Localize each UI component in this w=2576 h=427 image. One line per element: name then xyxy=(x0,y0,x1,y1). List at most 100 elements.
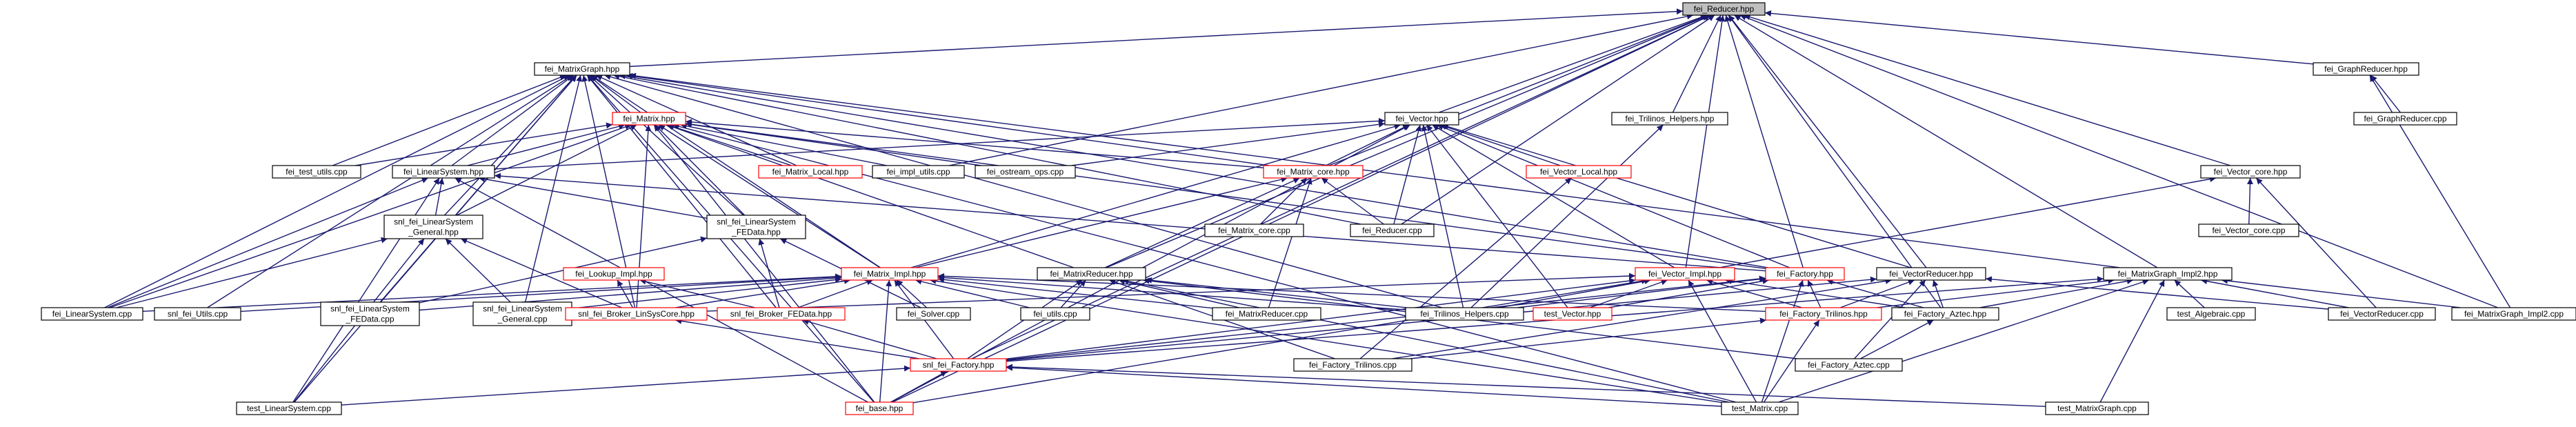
node-test_Algebraic_cpp[interactable]: test_Algebraic.cpp xyxy=(2166,307,2256,321)
node-fei_Matrix_hpp[interactable]: fei_Matrix.hpp xyxy=(612,112,686,126)
node-fei_base_hpp[interactable]: fei_base.hpp xyxy=(845,401,914,415)
node-fei_MatrixGraph_Impl2_hpp[interactable]: fei_MatrixGraph_Impl2.hpp xyxy=(2103,267,2233,281)
node-box xyxy=(1037,267,1146,281)
edge-snl_fei_Broker_FEData_hpp-to-fei_Lookup_Impl_hpp xyxy=(639,278,756,308)
edge-snl_fei_LinearSystem_General_hpp-to-fei_MatrixGraph_hpp xyxy=(443,75,577,216)
node-fei_Factory_Aztec_cpp[interactable]: fei_Factory_Aztec.cpp xyxy=(1795,358,1903,372)
node-label: _FEData.hpp xyxy=(731,228,781,237)
node-fei_MatrixGraph_Impl2_cpp[interactable]: fei_MatrixGraph_Impl2.cpp xyxy=(2451,307,2576,321)
node-snl_fei_LinearSystem_FEData_cpp[interactable]: snl_fei_LinearSystem_FEData.cpp xyxy=(320,301,420,326)
edge-fei_MatrixReducer_hpp-to-fei_Matrix_core_hpp xyxy=(1104,177,1300,268)
node-fei_Factory_Aztec_hpp[interactable]: fei_Factory_Aztec.hpp xyxy=(1891,307,1999,321)
node-box xyxy=(1635,267,1735,281)
edge-fei_GraphReducer_cpp-to-fei_GraphReducer_hpp xyxy=(2370,75,2401,113)
node-box xyxy=(320,301,420,326)
edge-fei_impl_utils_cpp-to-fei_Reducer_hpp xyxy=(948,13,1694,166)
node-box xyxy=(1212,307,1321,321)
node-fei_Vector_core_hpp[interactable]: fei_Vector_core.hpp xyxy=(2200,165,2301,179)
node-label: fei_Factory_Aztec.cpp xyxy=(1808,360,1890,370)
node-fei_Solver_cpp[interactable]: fei_Solver.cpp xyxy=(896,307,971,321)
node-fei_VectorReducer_cpp[interactable]: fei_VectorReducer.cpp xyxy=(2328,307,2436,321)
node-snl_fei_Broker_FEData_hpp[interactable]: snl_fei_Broker_FEData.hpp xyxy=(717,307,846,321)
edge-fei_base_hpp-to-fei_Matrix_hpp xyxy=(653,124,875,403)
node-label: snl_fei_LinearSystem xyxy=(717,217,796,227)
edge-snl_fei_Broker_LinSysCore_hpp-to-fei_Vector_Impl_hpp xyxy=(706,272,1636,312)
node-fei_GraphReducer_cpp[interactable]: fei_GraphReducer.cpp xyxy=(2353,112,2457,126)
node-fei_Factory_Trilinos_cpp[interactable]: fei_Factory_Trilinos.cpp xyxy=(1293,358,1412,372)
edge-fei_Vector_Impl_hpp-to-fei_Vector_core_hpp xyxy=(1719,176,2217,268)
node-snl_fei_Factory_hpp[interactable]: snl_fei_Factory.hpp xyxy=(910,358,1007,372)
node-label: fei_Trilinos_Helpers.cpp xyxy=(1420,309,1509,319)
node-label: _FEData.cpp xyxy=(345,315,394,324)
node-test_MatrixGraph_cpp[interactable]: test_MatrixGraph.cpp xyxy=(2045,401,2149,415)
node-fei_Trilinos_Helpers_hpp[interactable]: fei_Trilinos_Helpers.hpp xyxy=(1611,112,1728,126)
node-fei_GraphReducer_hpp[interactable]: fei_GraphReducer.hpp xyxy=(2313,62,2419,76)
node-fei_Vector_core_cpp[interactable]: fei_Vector_core.cpp xyxy=(2198,224,2299,237)
node-test_Vector_hpp[interactable]: test_Vector.hpp xyxy=(1532,307,1613,321)
node-fei_LinearSystem_hpp[interactable]: fei_LinearSystem.hpp xyxy=(392,165,495,179)
node-box xyxy=(1204,224,1304,237)
node-fei_MatrixGraph_hpp[interactable]: fei_MatrixGraph.hpp xyxy=(534,62,630,76)
node-snl_fei_LinearSystem_General_cpp[interactable]: snl_fei_LinearSystem_General.cpp xyxy=(472,301,572,326)
node-label: fei_VectorReducer.cpp xyxy=(2340,309,2424,319)
node-snl_fei_Broker_LinSysCore_hpp[interactable]: snl_fei_Broker_LinSysCore.hpp xyxy=(565,307,708,321)
edge-fei_Vector_core_hpp-to-fei_Reducer_hpp xyxy=(1744,14,2231,166)
node-label: test_Algebraic.cpp xyxy=(2177,309,2246,319)
edge-fei_Matrix_hpp-to-fei_MatrixGraph_hpp xyxy=(590,75,641,113)
edge-fei_Matrix_Local_hpp-to-fei_Matrix_hpp xyxy=(668,123,792,166)
node-fei_Trilinos_Helpers_cpp[interactable]: fei_Trilinos_Helpers.cpp xyxy=(1405,307,1524,321)
edge-fei_Factory_Aztec_hpp-to-fei_MatrixGraph_Impl2_hpp xyxy=(1979,278,2134,308)
node-box xyxy=(910,358,1007,372)
node-fei_Reducer_hpp[interactable]: fei_Reducer.hpp xyxy=(1682,2,1766,16)
node-fei_MatrixReducer_cpp[interactable]: fei_MatrixReducer.cpp xyxy=(1212,307,1321,321)
node-box xyxy=(2045,401,2149,415)
node-fei_MatrixReducer_hpp[interactable]: fei_MatrixReducer.hpp xyxy=(1037,267,1146,281)
edge-fei_MatrixReducer_cpp-to-fei_Matrix_core_hpp xyxy=(1268,177,1312,308)
node-box xyxy=(236,401,342,415)
node-fei_Vector_Impl_hpp[interactable]: fei_Vector_Impl.hpp xyxy=(1635,267,1735,281)
node-fei_Factory_Trilinos_hpp[interactable]: fei_Factory_Trilinos.hpp xyxy=(1765,307,1882,321)
node-label: _General.cpp xyxy=(497,315,547,324)
node-fei_LinearSystem_cpp[interactable]: fei_LinearSystem.cpp xyxy=(41,307,143,321)
node-fei_test_utils_cpp[interactable]: fei_test_utils.cpp xyxy=(272,165,361,179)
node-fei_Matrix_Impl_hpp[interactable]: fei_Matrix_Impl.hpp xyxy=(841,267,939,281)
node-label: fei_Vector.hpp xyxy=(1395,114,1448,123)
node-fei_Matrix_core_cpp[interactable]: fei_Matrix_core.cpp xyxy=(1204,224,1304,237)
node-label: fei_Matrix_Local.hpp xyxy=(772,167,849,177)
edge-fei_base_hpp-to-snl_fei_Factory_hpp xyxy=(890,370,948,403)
node-test_LinearSystem_cpp[interactable]: test_LinearSystem.cpp xyxy=(236,401,342,415)
edge-fei_base_hpp-to-fei_Reducer_hpp xyxy=(892,14,1711,403)
node-fei_impl_utils_cpp[interactable]: fei_impl_utils.cpp xyxy=(872,165,965,179)
node-snl_fei_LinearSystem_FEData_hpp[interactable]: snl_fei_LinearSystem_FEData.hpp xyxy=(706,215,806,239)
node-label: fei_Matrix_Impl.hpp xyxy=(854,269,926,279)
node-label: test_MatrixGraph.cpp xyxy=(2057,404,2137,413)
node-label: fei_base.hpp xyxy=(856,404,903,413)
node-snl_fei_Utils_cpp[interactable]: snl_fei_Utils.cpp xyxy=(154,307,241,321)
edge-fei_base_hpp-to-fei_Matrix_Impl_hpp xyxy=(879,279,892,403)
node-box xyxy=(2200,165,2301,179)
node-snl_fei_LinearSystem_General_hpp[interactable]: snl_fei_LinearSystem_General.hpp xyxy=(383,215,483,239)
node-fei_Matrix_core_hpp[interactable]: fei_Matrix_core.hpp xyxy=(1263,165,1364,179)
node-label: fei_Trilinos_Helpers.hpp xyxy=(1626,114,1715,123)
node-test_Matrix_cpp[interactable]: test_Matrix.cpp xyxy=(1721,401,1799,415)
edge-fei_Matrix_Local_hpp-to-fei_MatrixGraph_hpp xyxy=(595,75,797,166)
edge-test_Matrix_cpp-to-fei_Matrix_Impl_hpp xyxy=(930,277,1722,404)
node-fei_Reducer_cpp[interactable]: fei_Reducer.cpp xyxy=(1350,224,1435,237)
node-box xyxy=(272,165,361,179)
edge-fei_base_hpp-to-fei_LinearSystem_hpp xyxy=(455,177,868,403)
edge-fei_Trilinos_Helpers_cpp-to-fei_Trilinos_Helpers_hpp xyxy=(1470,124,1664,308)
edge-fei_Factory_Trilinos_cpp-to-fei_Factory_Trilinos_hpp xyxy=(1410,317,1767,359)
node-box xyxy=(1876,267,1986,281)
edge-fei_Matrix_Impl_hpp-to-fei_Matrix_core_hpp xyxy=(915,176,1288,268)
node-fei_Vector_hpp[interactable]: fei_Vector.hpp xyxy=(1384,112,1459,126)
node-fei_Lookup_Impl_hpp[interactable]: fei_Lookup_Impl.hpp xyxy=(563,267,665,281)
node-box xyxy=(975,165,1076,179)
node-fei_VectorReducer_hpp[interactable]: fei_VectorReducer.hpp xyxy=(1876,267,1986,281)
edge-fei_Reducer_cpp-to-fei_Matrix_core_hpp xyxy=(1321,177,1384,225)
node-fei_Vector_Local_hpp[interactable]: fei_Vector_Local.hpp xyxy=(1526,165,1632,179)
node-fei_ostream_ops_cpp[interactable]: fei_ostream_ops.cpp xyxy=(975,165,1076,179)
node-fei_Matrix_Local_hpp[interactable]: fei_Matrix_Local.hpp xyxy=(758,165,863,179)
node-fei_utils_cpp[interactable]: fei_utils.cpp xyxy=(1020,307,1090,321)
node-box xyxy=(383,215,483,239)
node-fei_Factory_hpp[interactable]: fei_Factory.hpp xyxy=(1765,267,1845,281)
